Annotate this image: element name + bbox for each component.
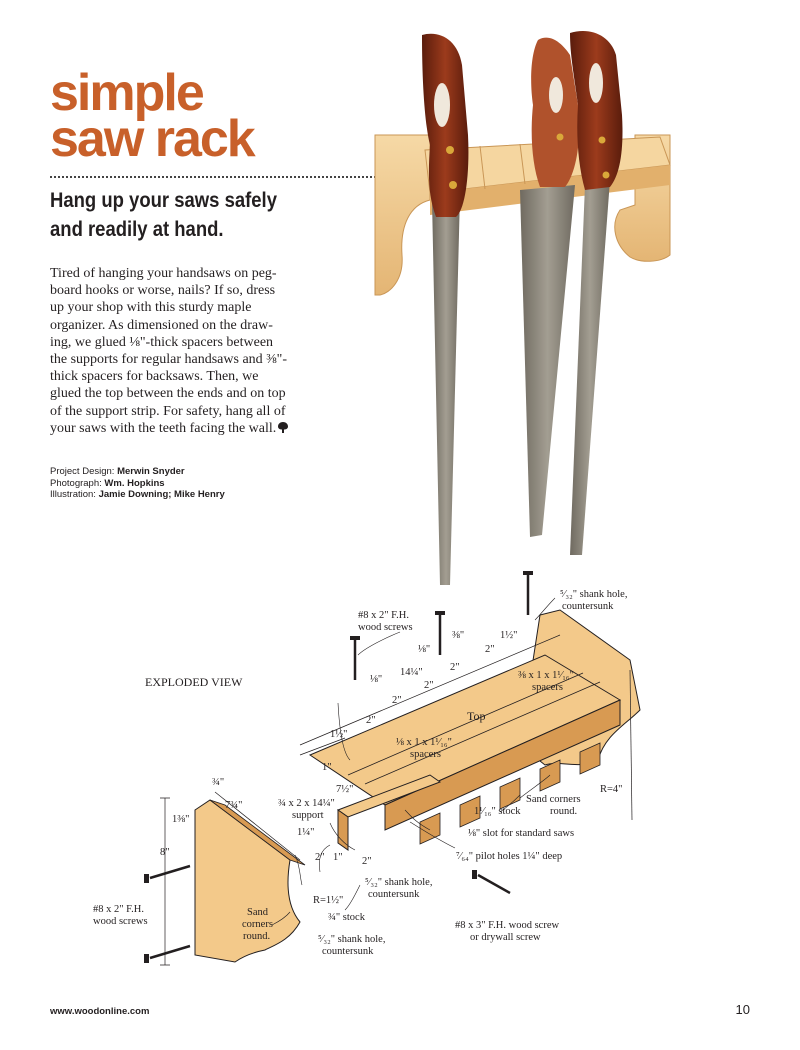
screws-left-label-2: wood screws [93,916,148,927]
dim-label: ⅛" [418,644,430,655]
stock-label: 1¹⁄₁₆" stock [474,806,521,817]
body-line-last: your saws with the teeth facing the wall… [50,420,290,437]
credit-illustration: Illustration: Jamie Downing; Mike Henry [50,489,225,500]
dim-label: 2" [366,715,376,726]
shank-hole-mid-label: ⁵⁄₃₂" shank hole, [365,877,432,888]
dim-label: 8" [160,847,170,858]
spacers-18-label: ⅛ x 1 x 1¹⁄₁₆" [396,737,452,748]
screws-left-label: #8 x 2" F.H. [93,904,144,915]
slot-label: ⅛" slot for standard saws [468,828,574,839]
body-line: your saws with the teeth facing the wall… [50,420,277,436]
body-paragraph: Tired of hanging your handsaws on peg- b… [50,265,290,437]
dim-label: 2" [362,856,372,867]
sand-corners-right-label-2: round. [550,806,577,817]
screw-icon [350,636,360,680]
title-line-2: saw rack [50,110,256,168]
dim-label: 1" [322,762,332,773]
sand-corners-right-label: Sand corners [526,794,581,805]
screws-top-label: #8 x 2" F.H. [358,610,409,621]
page-number: 10 [735,1002,750,1017]
saw-blade-2 [520,185,575,537]
sand-corners-left-label-2: corners [242,919,273,930]
saw-rack-photo [374,31,671,585]
body-line: glued the top between the ends and on to… [50,386,286,402]
top-label: Top [467,709,486,723]
dim-label: 1½" [330,729,347,740]
body-line: board hooks or worse, nails? If so, dres… [50,283,276,299]
radius-label: R=1½" [313,895,343,906]
saw-blade-1 [432,195,460,585]
sand-corners-left-label: Sand [247,907,269,918]
shank-hole-bottom-label-2: countersunk [322,946,374,957]
dim-label: 2" [392,695,402,706]
exploded-view-drawing: EXPLODED VIEW ⁵⁄₃₂" shank hole, counters… [93,571,641,966]
shank-hole-top-label-2: countersunk [562,601,614,612]
dim-label: 1⅜" [172,814,189,825]
support-label-2: support [292,810,324,821]
spacers-18-label-2: spacers [410,749,441,760]
dim-label: 2" [450,662,460,673]
dim-label: 7¾" [225,800,242,811]
radius-label: R=4" [600,784,622,795]
screw-icon [435,611,445,655]
credit-photo: Photograph: Wm. Hopkins [50,477,165,489]
dim-label: 14¼" [400,667,423,678]
saw-handle-1 [422,33,469,217]
body-line: organizer. As dimensioned on the draw- [50,317,273,333]
credit-design: Project Design: Merwin Snyder [50,466,185,477]
title-line-1: simple [50,64,205,122]
tree-icon [278,421,289,433]
footer-url: www.woodonline.com [50,1006,150,1017]
dim-label: ¾" [212,777,224,788]
subtitle-line-2: and readily at hand. [50,218,224,241]
exploded-view-heading: EXPLODED VIEW [145,675,243,689]
spacers-38-label-2: spacers [532,682,563,693]
body-line: up your shop with this sturdy maple [50,300,252,316]
dim-label: ⅛" [370,674,382,685]
dim-label: 2" [424,680,434,691]
body-line: of the support strip. For safety, hang a… [50,403,286,419]
screw-icon [144,944,191,963]
screws-top-label-2: wood screws [358,622,413,633]
article-title: simple saw rack [50,64,256,168]
body-line: thick spacers for backsaws. Then, we [50,369,259,385]
dim-label: 7½" [336,784,353,795]
rack-end-left [374,134,431,296]
left-end-piece [194,799,301,963]
screw-3-label-2: or drywall screw [470,932,541,943]
screw-icon [472,870,511,895]
saw-handle-3 [570,31,623,190]
dim-label: 2" [485,644,495,655]
shank-hole-bottom-label: ⁵⁄₃₂" shank hole, [318,934,385,945]
body-line: ing, we glued ⅛"-thick spacers between [50,334,274,350]
dim-label: 1½" [500,630,517,641]
shank-hole-mid-label-2: countersunk [368,889,420,900]
credits: Project Design: Merwin Snyder Photograph… [50,466,225,501]
saw-blade-3 [570,180,610,555]
spacers-38-label: ⅜ x 1 x 1¹⁄₁₆" [518,670,574,681]
pilot-holes-label: ⁷⁄₆₄" pilot holes 1¼" deep [456,851,562,862]
dim-label: ⅜" [452,630,464,641]
screw-icon [523,571,533,615]
subtitle-line-1: Hang up your saws safely [50,189,277,212]
body-line: the supports for regular handsaws and ⅜"… [50,352,288,368]
dim-label: 1¼" [297,827,314,838]
dim-label: 2" [315,852,325,863]
subtitle: Hang up your saws safely and readily at … [50,186,340,244]
support-label: ¾ x 2 x 14¼" [278,798,335,809]
shank-hole-top-label: ⁵⁄₃₂" shank hole, [560,589,627,600]
dotted-rule [50,176,380,178]
screw-icon [144,864,191,883]
dim-label: 1" [333,852,343,863]
screw-3-label: #8 x 3" F.H. wood screw [455,920,559,931]
stock-label: ¾" stock [328,912,366,923]
sand-corners-left-label-3: round. [243,931,270,942]
body-line: Tired of hanging your handsaws on peg- [50,266,277,281]
